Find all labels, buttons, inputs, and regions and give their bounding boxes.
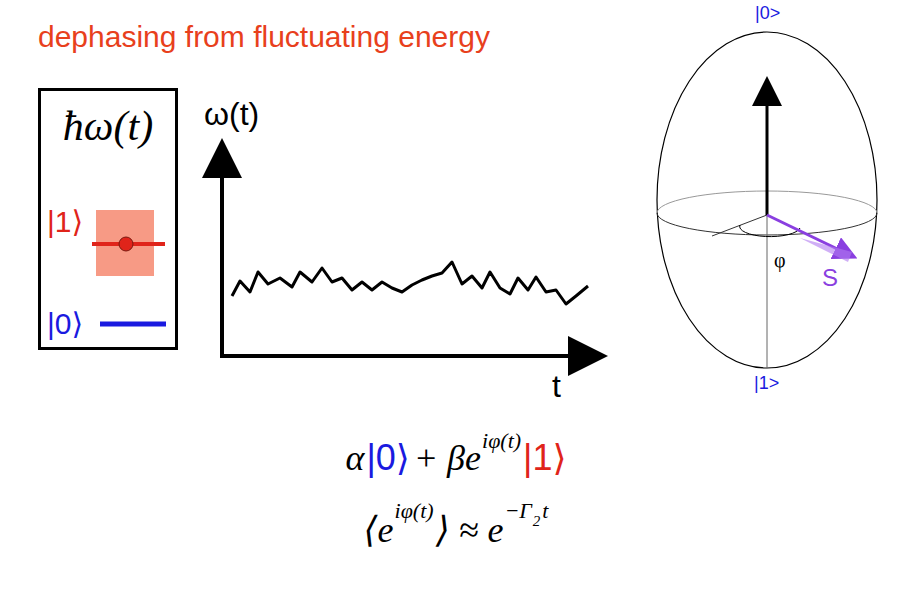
formula-exponent: iφ(t) <box>482 430 521 452</box>
vector-label: S <box>822 266 838 290</box>
frequency-trace <box>232 262 588 304</box>
spin-cone <box>800 238 852 262</box>
hamiltonian-label: ħω(t) <box>41 105 175 147</box>
ground-level <box>100 322 166 327</box>
formula-part: |1⟩ <box>523 440 566 476</box>
formula-part: ⟩ ≈ e <box>436 512 504 548</box>
formula-part: ⟨e <box>364 512 394 548</box>
formula-exponent: −Γ <box>504 500 531 522</box>
angle-label: φ <box>774 250 786 270</box>
pole-label: |1> <box>754 374 779 392</box>
x-axis <box>220 354 600 358</box>
state-arrow <box>766 82 769 215</box>
formula-exponent: t <box>542 500 548 522</box>
pole-label: |0> <box>755 4 780 22</box>
formula-part: |0⟩ <box>366 440 409 476</box>
slide-title: dephasing from fluctuating energy <box>38 22 490 52</box>
y-axis <box>220 146 224 356</box>
state-label: |1⟩ <box>47 207 83 237</box>
level-dot <box>119 237 133 251</box>
formula-part: α <box>345 440 364 476</box>
formula-subscript: 2 <box>533 514 541 529</box>
axis-label: t <box>552 370 561 402</box>
state-label: |0⟩ <box>47 309 83 339</box>
axis-label: ω(t) <box>204 98 259 130</box>
vertical-axis <box>767 215 768 368</box>
formula-exponent: iφ(t) <box>395 500 434 522</box>
formula-part: + βe <box>414 440 481 476</box>
energy-level-box: ħω(t) |1⟩ |0⟩ <box>38 88 178 350</box>
bloch-sphere <box>657 32 877 368</box>
